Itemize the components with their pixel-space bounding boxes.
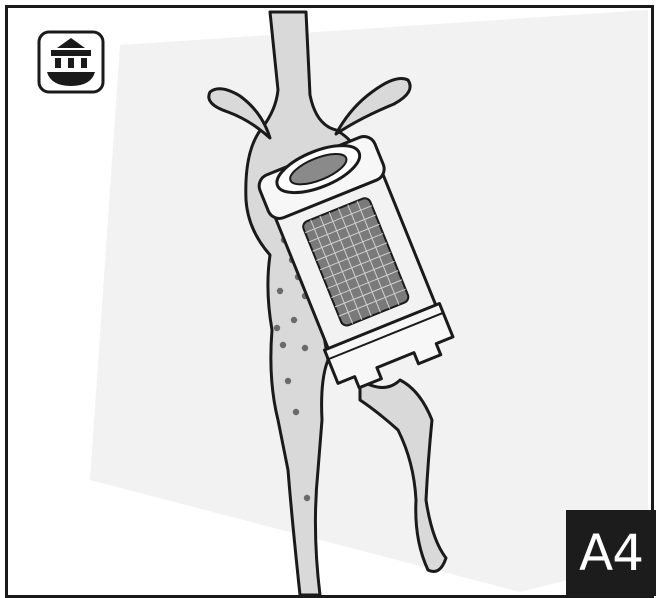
shower-filter-icon (37, 30, 105, 94)
step-badge: A4 (566, 510, 656, 596)
